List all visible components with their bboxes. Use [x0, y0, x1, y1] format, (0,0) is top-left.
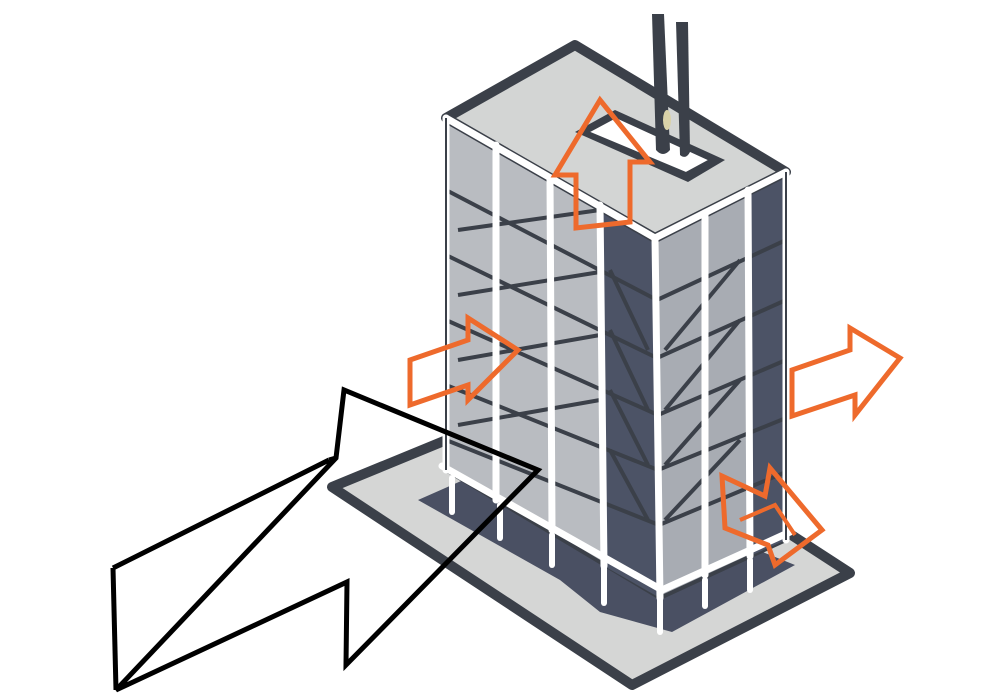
- ground-columns: [449, 475, 753, 635]
- right-facade: [652, 168, 788, 602]
- exhaust-up-arrow-icon: [550, 95, 656, 231]
- wind-arrow-icon: [110, 386, 543, 693]
- roof: [441, 40, 791, 243]
- air-in-arrow-icon: [407, 313, 522, 409]
- rooftop-antenna-icon: [652, 14, 690, 157]
- heat-out-arrow-icon: [789, 323, 904, 423]
- frame-outline: [445, 118, 787, 540]
- exhaust-corner-arrow-icon: [719, 462, 826, 570]
